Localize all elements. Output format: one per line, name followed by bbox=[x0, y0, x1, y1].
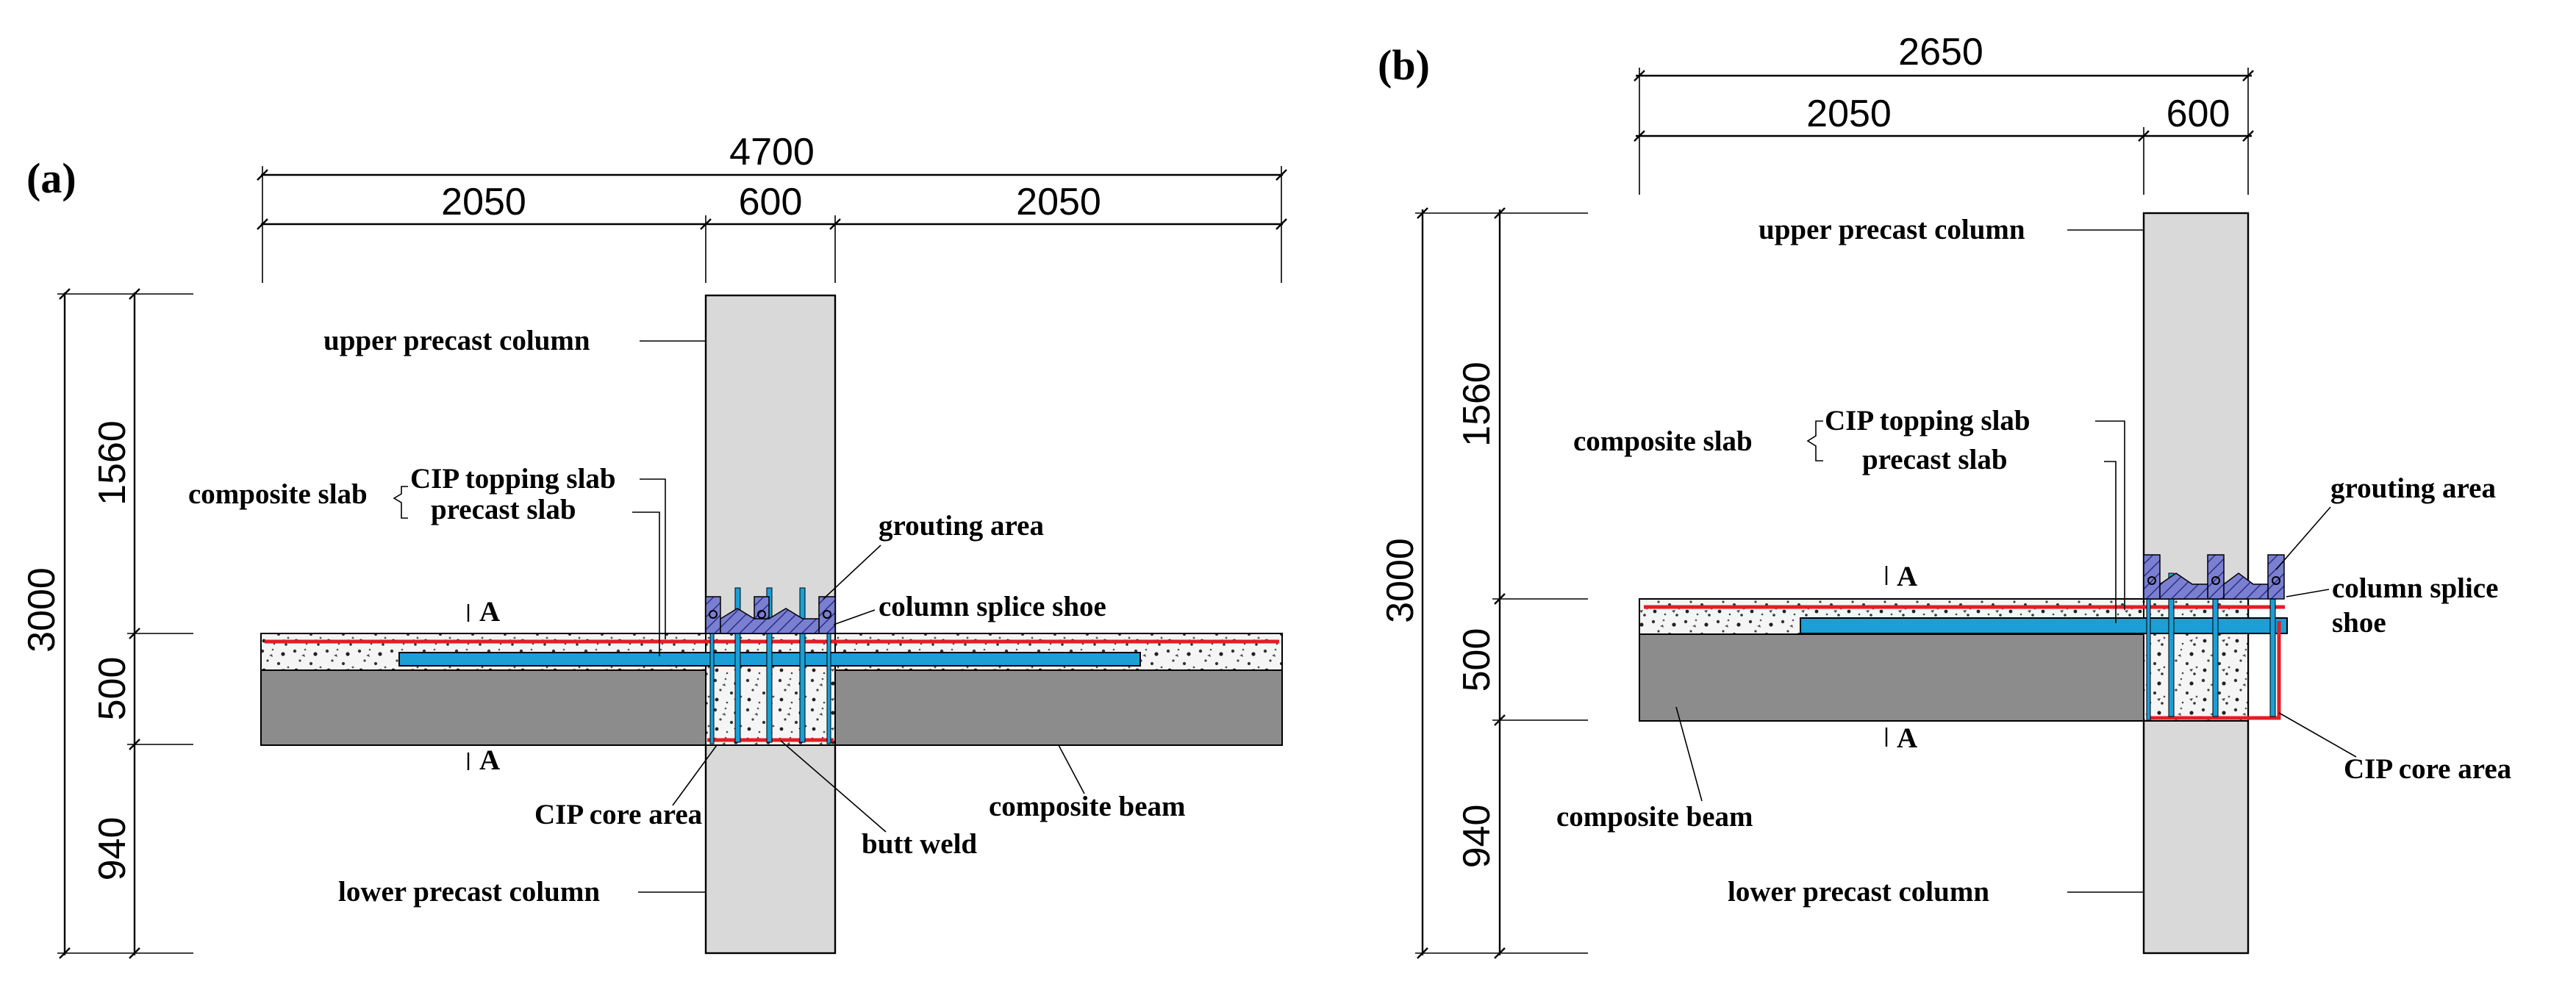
panel-a-precast-slab-label: precast slab bbox=[431, 494, 576, 525]
panel-b-vertical-dimensions: 3000 1560 500 940 bbox=[1379, 207, 1588, 959]
panel-a-grouting-area-label: grouting area bbox=[879, 510, 1044, 542]
panel-b-cip-topping-label: CIP topping slab bbox=[1825, 405, 2031, 437]
dim-a-lower-height: 940 bbox=[91, 817, 134, 881]
dim-b-left-span: 2050 bbox=[1806, 93, 1892, 135]
panel-b-section-bottom: A bbox=[1897, 722, 1917, 754]
panel-b-section-top: A bbox=[1897, 561, 1917, 592]
panel-b-grouting-area-label: grouting area bbox=[2330, 473, 2496, 504]
dim-b-total-height: 3000 bbox=[1379, 538, 1422, 623]
panel-a: (a) 4700 2050 600 2050 bbox=[21, 131, 1287, 959]
panel-a-horizontal-dimensions: 4700 2050 600 2050 bbox=[257, 131, 1287, 283]
panel-b: (b) 2650 2050 600 bbox=[1378, 31, 2511, 959]
panel-b-composite-slab-label: composite slab bbox=[1573, 425, 1753, 457]
dim-b-lower-height: 940 bbox=[1456, 805, 1498, 869]
dim-a-total-width: 4700 bbox=[729, 131, 815, 173]
dim-a-left-span: 2050 bbox=[441, 181, 526, 223]
panel-b-cip-core bbox=[2143, 598, 2249, 722]
panel-b-grouting-area bbox=[2143, 554, 2285, 600]
panel-b-precast-slab bbox=[1800, 617, 2288, 634]
panel-b-composite-beam-label: composite beam bbox=[1556, 801, 1753, 833]
panel-b-beam bbox=[1639, 633, 2144, 722]
panel-b-lower-column-label: lower precast column bbox=[1728, 876, 1989, 908]
dim-b-upper-height: 1560 bbox=[1456, 362, 1498, 447]
panel-b-splice-shoe-label-line1: column splice bbox=[2332, 572, 2498, 604]
panel-a-lower-column-label: lower precast column bbox=[338, 876, 600, 908]
panel-a-splice-bars bbox=[709, 587, 831, 744]
panel-a-splice-shoe-label: column splice shoe bbox=[879, 591, 1106, 622]
panel-a-beam-right bbox=[834, 669, 1283, 746]
panel-a-butt-weld-label: butt weld bbox=[862, 828, 977, 860]
panel-a-vertical-dimensions: 3000 1560 500 940 bbox=[21, 288, 193, 959]
panel-a-cip-topping-label: CIP topping slab bbox=[410, 463, 616, 495]
panel-b-splice-shoe-label-line2: shoe bbox=[2332, 607, 2386, 639]
panel-b-horizontal-dimensions: 2650 2050 600 bbox=[1634, 31, 2254, 195]
dim-a-total-height: 3000 bbox=[21, 567, 63, 653]
panel-a-upper-column-label: upper precast column bbox=[323, 325, 590, 356]
panel-b-tag: (b) bbox=[1378, 41, 1430, 89]
dim-a-column-width: 600 bbox=[739, 181, 803, 223]
panel-b-precast-slab-label: precast slab bbox=[1862, 444, 2008, 475]
panel-a-beam-left bbox=[260, 669, 706, 746]
panel-a-cip-core-label: CIP core area bbox=[534, 799, 702, 830]
panel-a-tag: (a) bbox=[26, 154, 76, 202]
dim-b-column-width: 600 bbox=[2167, 93, 2230, 135]
panel-a-grouting-area bbox=[705, 596, 836, 634]
panel-a-composite-beam-label: composite beam bbox=[989, 791, 1186, 822]
panel-b-upper-column-label: upper precast column bbox=[1759, 214, 2025, 245]
panel-a-composite-slab-label: composite slab bbox=[188, 478, 368, 510]
dim-a-beam-depth: 500 bbox=[91, 657, 134, 721]
dim-a-right-span: 2050 bbox=[1016, 181, 1101, 223]
dim-a-upper-height: 1560 bbox=[91, 420, 134, 506]
dim-b-total-width: 2650 bbox=[1898, 31, 1983, 73]
panel-a-section-top: A bbox=[479, 596, 500, 628]
panel-a-section-bottom: A bbox=[479, 744, 500, 776]
dim-b-beam-depth: 500 bbox=[1456, 628, 1498, 692]
panel-b-hoop-rebar bbox=[2147, 621, 2281, 720]
panel-b-cip-core-label: CIP core area bbox=[2344, 753, 2511, 785]
